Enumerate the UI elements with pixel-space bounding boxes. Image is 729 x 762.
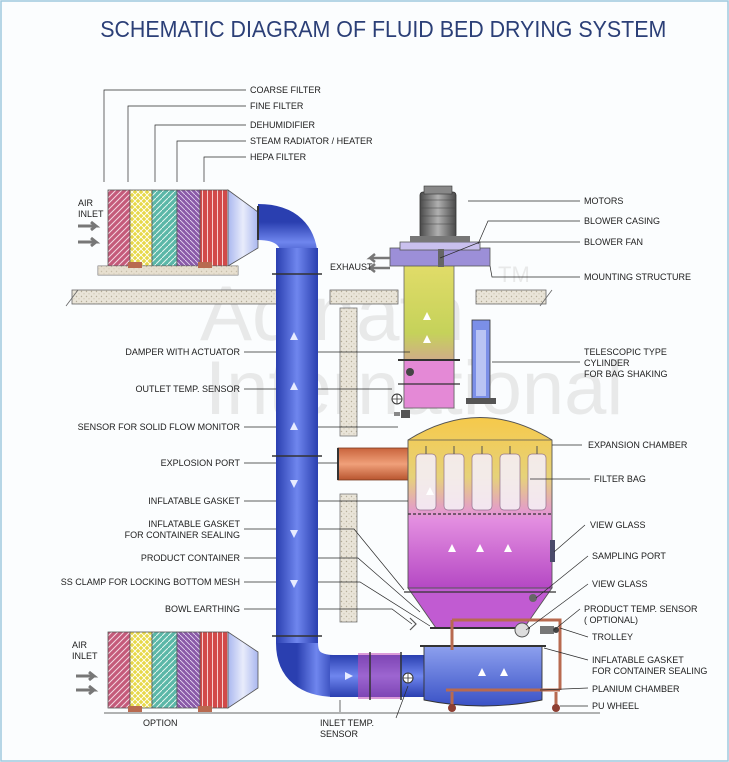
label-air-inlet-top: AIR INLET <box>78 198 104 219</box>
view-glass-upper <box>550 540 555 562</box>
watermark-mark: TM <box>498 262 530 287</box>
outlet-temp-sensor <box>391 393 403 405</box>
explosion-port <box>337 447 411 481</box>
leader-lines <box>103 89 590 719</box>
label-fine-filter: FINE FILTER <box>250 101 304 111</box>
label-view-glass-upper: VIEW GLASS <box>590 520 646 530</box>
label-inflatable-gasket-container-sealing-left: INFLATABLE GASKET FOR CONTAINER SEALING <box>124 519 240 540</box>
label-explosion-port: EXPLOSION PORT <box>160 458 240 468</box>
product-temp-sensor <box>540 626 559 634</box>
air-inlet-arrow-top-2 <box>78 236 101 248</box>
supply-air-duct <box>257 204 425 700</box>
label-steam-radiator-heater: STEAM RADIATOR / HEATER <box>250 136 373 146</box>
top-air-handling-unit <box>97 189 259 276</box>
air-inlet-arrow-top-1 <box>78 220 101 232</box>
inlet-temp-sensor <box>402 672 414 684</box>
label-bowl-earthing: BOWL EARTHING <box>164 604 240 614</box>
label-expansion-chamber: EXPANSION CHAMBER <box>588 440 688 450</box>
solid-flow-sensor <box>394 410 410 418</box>
label-sampling-port: SAMPLING PORT <box>592 551 666 561</box>
chamber-flow-arrows <box>426 487 512 552</box>
label-telescopic-cylinder: TELESCOPIC TYPE CYLINDER FOR BAG SHAKING <box>584 347 668 379</box>
label-trolley: TROLLEY <box>592 632 634 642</box>
label-mounting-structure: MOUNTING STRUCTURE <box>584 272 691 282</box>
product-container <box>407 587 553 629</box>
label-ss-clamp: SS CLAMP FOR LOCKING BOTTOM MESH <box>60 577 240 587</box>
exhaust-duct <box>398 257 460 409</box>
bowl-earthing <box>409 617 417 631</box>
air-inlet-arrow-bottom-1 <box>76 670 99 682</box>
label-motors: MOTORS <box>584 196 624 206</box>
insulation-panel-upper <box>339 307 358 437</box>
label-option: OPTION <box>143 718 178 728</box>
motor <box>410 185 470 242</box>
label-pu-wheel: PU WHEEL <box>592 701 640 711</box>
label-inflatable-gasket: INFLATABLE GASKET <box>148 496 240 506</box>
label-planium-chamber: PLANIUM CHAMBER <box>592 684 680 694</box>
label-outlet-temp-sensor: OUTLET TEMP. SENSOR <box>135 384 240 394</box>
label-filter-bag: FILTER BAG <box>594 474 646 484</box>
label-dehumidifier: DEHUMIDIFIER <box>250 120 315 130</box>
label-exhaust: EXHAUST <box>330 262 373 272</box>
label-blower-casing: BLOWER CASING <box>584 216 661 226</box>
label-inflatable-gasket-container-sealing-right: INFLATABLE GASKET FOR CONTAINER SEALING <box>592 655 708 676</box>
label-product-temp-sensor: PRODUCT TEMP. SENSOR ( OPTIONAL) <box>584 604 698 625</box>
label-product-container: PRODUCT CONTAINER <box>140 553 240 563</box>
label-coarse-filter: COARSE FILTER <box>250 85 321 95</box>
pu-wheel <box>448 704 560 712</box>
label-blower-fan: BLOWER FAN <box>584 237 644 247</box>
label-damper-with-actuator: DAMPER WITH ACTUATOR <box>125 347 240 357</box>
view-glass-lower <box>514 622 530 638</box>
filter-bags <box>415 453 547 511</box>
bottom-air-handling-unit <box>107 631 259 712</box>
blower-casing <box>389 241 491 267</box>
label-sensor-solid-flow-monitor: SENSOR FOR SOLID FLOW MONITOR <box>77 422 240 432</box>
label-view-glass-lower: VIEW GLASS <box>592 579 648 589</box>
diagram-title: SCHEMATIC DIAGRAM OF FLUID BED DRYING SY… <box>100 16 667 42</box>
sampling-port <box>529 594 537 602</box>
exhaust-arrow-2 <box>366 263 390 273</box>
label-inlet-temp-sensor: INLET TEMP. SENSOR <box>320 718 375 739</box>
floor-slab <box>65 289 553 307</box>
exhaust-arrow-1 <box>366 253 390 263</box>
duct-flow-arrows <box>290 332 353 680</box>
air-inlet-arrow-bottom-2 <box>76 684 99 696</box>
damper-actuator <box>406 368 414 376</box>
label-air-inlet-bottom: AIR INLET <box>72 640 98 661</box>
label-hepa-filter: HEPA FILTER <box>250 152 307 162</box>
